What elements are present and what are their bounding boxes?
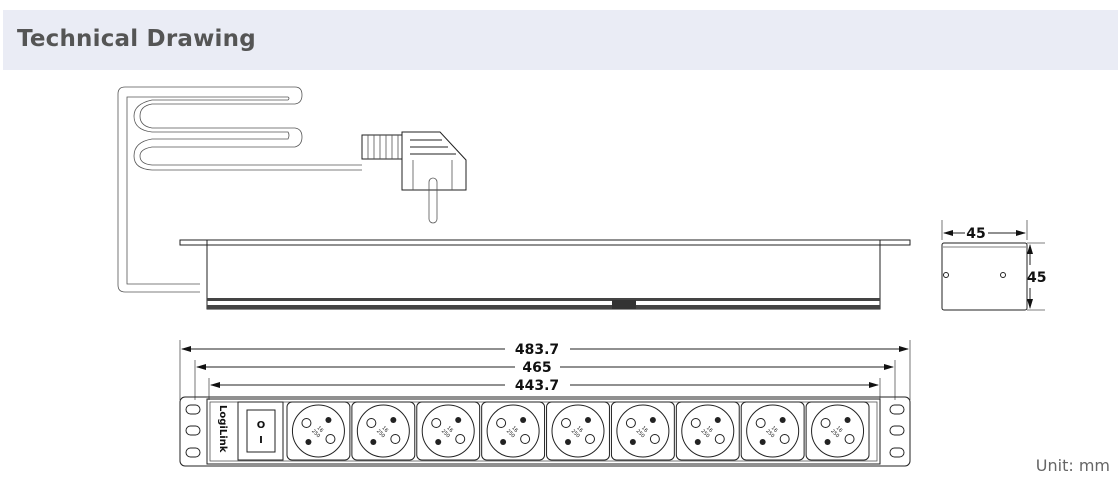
socket-rating: 250	[829, 428, 840, 439]
socket-rating: 250	[570, 428, 581, 439]
unit-label: Unit: mm	[1035, 456, 1110, 475]
socket-rating: 16	[510, 425, 519, 434]
socket-rating: 250	[440, 428, 451, 439]
socket-rating: 16	[315, 425, 324, 434]
socket-rating: 16	[380, 425, 389, 434]
width-dimensions: 483.7 465 443.7	[179, 340, 911, 400]
brand-logo: LogiLink	[217, 405, 228, 453]
socket-rating: 250	[505, 428, 516, 439]
section-title: Technical Drawing	[17, 26, 256, 52]
top-view	[117, 86, 911, 310]
svg-text:I: I	[259, 435, 263, 446]
socket-rating: 16	[835, 425, 844, 434]
plug-icon	[361, 131, 467, 224]
body-width-dimension: 443.7	[515, 378, 559, 394]
socket-rating: 250	[635, 428, 646, 439]
height-dimension: 45	[1027, 270, 1046, 286]
socket-rating: 250	[699, 428, 710, 439]
power-switch: O I	[237, 401, 284, 461]
socket-rating: 250	[764, 428, 775, 439]
rack-ears	[185, 404, 905, 458]
svg-text:O: O	[257, 420, 266, 431]
socket-rating: 16	[770, 425, 779, 434]
socket-rating: 16	[445, 425, 454, 434]
side-view: 45 45	[941, 220, 1046, 311]
socket-rating: 16	[575, 425, 584, 434]
socket-rating: 250	[375, 428, 386, 439]
socket-rating: 16	[640, 425, 649, 434]
overall-width-dimension: 483.7	[515, 342, 559, 358]
socket-rating: 16	[705, 425, 714, 434]
mounting-width-dimension: 465	[522, 360, 551, 376]
socket-rating: 250	[310, 428, 321, 439]
depth-dimension: 45	[966, 226, 985, 242]
section-header	[3, 10, 1118, 70]
